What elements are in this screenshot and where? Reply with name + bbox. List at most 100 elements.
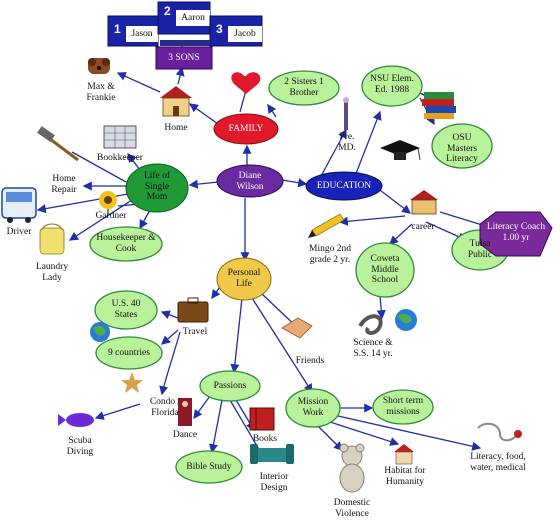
son-2-label-bg [176, 10, 210, 26]
countries-node[interactable] [95, 336, 163, 370]
center-label: Diane Wilson [236, 171, 264, 192]
couch-icon [250, 444, 294, 464]
graduation-cap-icon [380, 140, 421, 161]
dancer-icon [178, 398, 192, 426]
habitat-house-icon [394, 444, 414, 465]
osu-label: OSU Masters Literacy [446, 133, 478, 165]
osu-node[interactable] [431, 123, 493, 169]
link-mission-domestic [315, 423, 343, 451]
microscope-icon [343, 97, 349, 130]
link-mom-laundry [68, 199, 133, 241]
son-1-name: Jason [131, 29, 153, 39]
nsu-label: NSU Elem. Ed. 1988 [370, 74, 414, 95]
link-edu-premd [319, 128, 347, 179]
link-family-heart [239, 89, 247, 113]
link-edu-career [379, 189, 412, 214]
small-globe-icon [90, 322, 110, 342]
son-2-name: Aaron [181, 13, 205, 23]
teddy-bear-icon [339, 443, 365, 493]
interior-label: Interior Design [259, 472, 289, 493]
coweta-node[interactable] [355, 242, 415, 298]
mission-label: Mission Work [297, 397, 329, 418]
suitcase-icon [177, 297, 209, 323]
driver-label: Driver [6, 227, 32, 237]
link-mom-hammer [71, 151, 127, 183]
short-term-node[interactable] [372, 389, 434, 425]
link-family-home [188, 103, 219, 125]
single-mom-node[interactable] [125, 163, 189, 213]
laundry-label: Laundry Lady [35, 262, 69, 283]
family-label: FAMILY [228, 124, 264, 134]
career-label: career [411, 222, 435, 232]
single-mom-label: Life of Single Mom [143, 171, 171, 203]
link-career-mingo [338, 215, 406, 226]
passions-node[interactable] [199, 370, 261, 402]
heart-icon [231, 72, 261, 94]
mingo-label: Mingo 2nd grade 2 yr. [309, 244, 351, 265]
housekeeper-label: Housekeeper & Cook [96, 233, 156, 254]
link-career-coweta [389, 223, 413, 245]
sons-box[interactable] [155, 46, 213, 70]
link-mission-habitat [329, 421, 400, 446]
dog-icon [88, 58, 110, 74]
son-2-number: 2 [164, 4, 171, 18]
starfish-icon [121, 372, 143, 393]
bus-icon [1, 187, 37, 223]
family-node[interactable] [213, 113, 279, 145]
snake-icon [358, 314, 383, 335]
us40-label: U.S. 40 States [111, 299, 141, 320]
friends-label: Friends [295, 356, 325, 366]
laundry-basket-icon [39, 223, 65, 255]
passions-label: Passions [213, 381, 247, 391]
domestic-label: Domestic Violence [333, 498, 371, 519]
link-center-singlemom [188, 179, 219, 189]
son-3-name: Jacob [234, 29, 256, 39]
housekeeper-node[interactable] [89, 226, 163, 262]
education-label: EDUCATION [316, 181, 372, 191]
bible-node[interactable] [175, 450, 243, 484]
link-passions-bible [209, 399, 223, 454]
countries-label: 9 countries [108, 348, 150, 358]
books-stack-icon [422, 92, 456, 119]
link-home-sons [175, 66, 185, 85]
sons-label: 3 SONS [168, 53, 200, 63]
tulsa-label: Tulsa Public [467, 239, 493, 260]
son-1-number: 1 [114, 22, 121, 36]
nsu-node[interactable] [361, 65, 423, 107]
link-personal-passions [230, 297, 243, 374]
link-travel-condo [159, 331, 181, 396]
travel-label: Travel [182, 327, 208, 337]
personal-life-label: Personal Life [227, 268, 261, 289]
literacy-food-label: Literacy, food, water, medical [470, 452, 526, 473]
pencil-icon [308, 213, 345, 238]
link-mom-housekeeper [139, 209, 151, 230]
globe-icon [395, 309, 417, 331]
max-label: Max & Frankie [86, 82, 116, 103]
schoolhouse-icon [410, 190, 438, 215]
home-label: Home [164, 123, 188, 133]
mission-node[interactable] [285, 388, 341, 428]
link-coweta-science [376, 295, 386, 320]
link-center-education [281, 178, 308, 188]
center-node[interactable] [216, 164, 284, 198]
sisters-label: 2 Sisters 1 Brother [284, 77, 324, 98]
book-icon [249, 407, 275, 431]
condo-label: Condo / Florida [149, 397, 181, 418]
fish-icon [58, 413, 94, 427]
personal-life-node[interactable] [216, 257, 272, 301]
sisters-node[interactable] [268, 70, 340, 106]
short-term-label: Short term missions [382, 396, 424, 417]
literacy-coach-node[interactable] [479, 211, 553, 257]
link-mission-literacy [337, 415, 482, 451]
home-repair-label: Home Repair [51, 174, 77, 195]
coweta-label: Coweta Middle School [370, 254, 400, 286]
son-3-number: 3 [216, 22, 223, 36]
gardner-label: Gardner [95, 211, 127, 221]
scuba-label: Scuba Diving [66, 436, 94, 457]
icons [1, 58, 522, 493]
education-node[interactable] [305, 171, 383, 201]
link-travel-countries [161, 329, 179, 345]
us40-node[interactable] [94, 290, 158, 330]
handshake-icon [281, 317, 313, 339]
